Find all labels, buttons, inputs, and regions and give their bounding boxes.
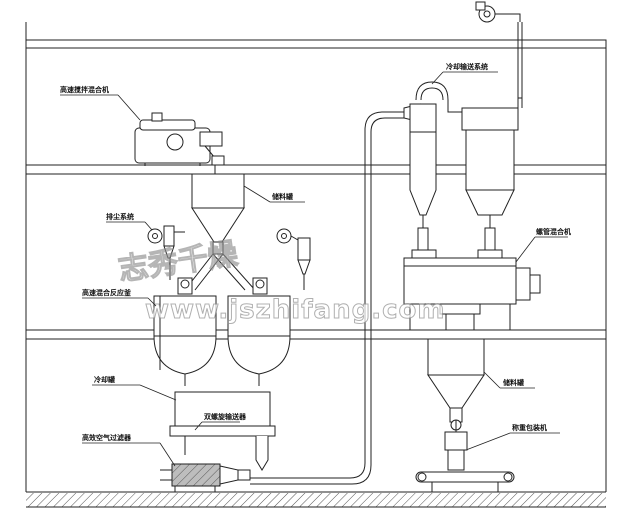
label-cooling-conveying: 冷却输送系统 [446,62,488,71]
label-high-speed-reactor: 高速混合反应釜 [82,288,132,297]
air-filter-conveyor [160,463,251,492]
label-air-filter: 高效空气过滤器 [82,433,132,442]
label-dust-removal: 排尘系统 [106,212,134,221]
label-packing-machine: 称重包装机 [512,423,547,432]
label-storage-hopper-bottom: 储料罐 [502,378,524,387]
label-storage-hopper-top: 储料罐 [271,192,293,201]
storage-hopper-left [184,165,256,291]
watermark: 志秀千燥 www.jszhifang.com [116,236,445,326]
roof-fan [475,1,523,98]
high-speed-mixer [134,112,225,166]
dust-removal-right [276,228,311,290]
watermark-url: www.jszhifang.com [145,295,445,325]
reactor-right [227,277,291,386]
label-vertical-mixer: 螺管混合机 [536,227,571,236]
screw-tube-mixer [403,249,541,331]
dust-removal-left [147,225,185,280]
labels [60,71,568,467]
packing-machine [415,420,515,492]
cyclone-separator [403,81,449,251]
label-cooling-tank: 冷却罐 [94,375,115,384]
label-high-speed-mixer: 高速搅拌混合机 [60,85,109,94]
storage-hopper-right [427,338,485,431]
conveying-pipe [250,111,410,485]
label-screw-conveyor: 双螺旋输送器 [204,412,247,421]
building-structure [25,22,607,508]
reactor-left [153,277,217,386]
bag-filter [447,97,523,251]
cooling-tank [169,391,276,471]
